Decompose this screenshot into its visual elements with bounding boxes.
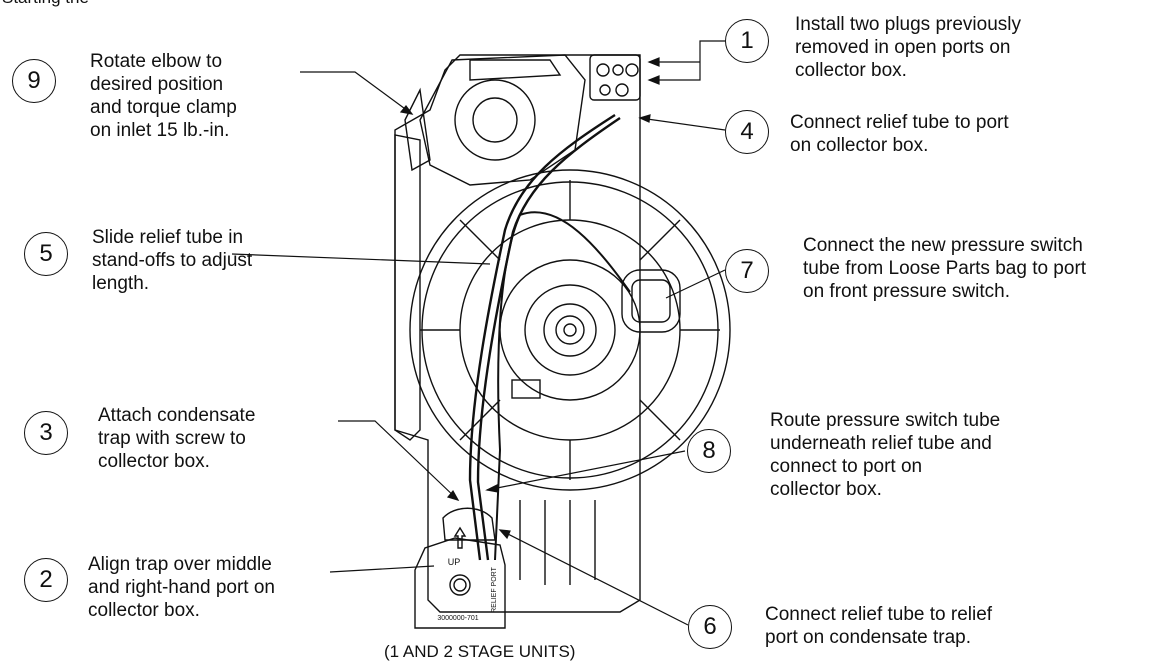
inlet-elbow [419, 54, 586, 186]
callout-text-8: Route pressure switch tube underneath re… [770, 410, 1001, 500]
callout-number-4: 4 [725, 110, 769, 154]
callout-number-5: 5 [24, 232, 68, 276]
callout-number-9: 9 [12, 59, 56, 103]
leader-4 [639, 117, 726, 131]
leader-7 [665, 269, 726, 299]
callout-text-2: Align trap over middle and right-hand po… [88, 554, 275, 621]
callout-text-4: Connect relief tube to port on collector… [790, 112, 1009, 156]
callout-text-9: Rotate elbow to desired position and tor… [90, 51, 237, 141]
callout-number-8: 8 [687, 429, 731, 473]
callout-number-6: 6 [688, 605, 732, 649]
callout-text-7: Connect the new pressure switch tube fro… [803, 235, 1087, 302]
leader-8 [486, 450, 686, 491]
callout-text-1: Install two plugs previously removed in … [795, 14, 1021, 81]
callout-number-1: 1 [725, 19, 769, 63]
trap-relief-port-label: RELIEF PORT [491, 566, 498, 612]
leader-2 [329, 565, 435, 573]
pressure-switch [621, 269, 681, 333]
top-partial-text: Starting the [2, 0, 89, 8]
figure-caption: (1 AND 2 STAGE UNITS) [384, 642, 576, 661]
leader-9 [300, 71, 413, 115]
collector-plate [394, 54, 641, 613]
blower-housing [409, 169, 731, 491]
condensate-trap [414, 537, 506, 629]
callout-text-3: Attach condensate trap with screw to col… [98, 405, 256, 472]
trap-up-label: UP [448, 557, 461, 567]
leader-5 [231, 253, 491, 265]
callout-text-6: Connect relief tube to relief port on co… [765, 604, 993, 648]
pressure-switch-tube [494, 211, 631, 561]
callout-number-3: 3 [24, 411, 68, 455]
trap-part-number: 3000000-701 [437, 615, 478, 622]
leader-1 [649, 40, 725, 81]
callout-number-2: 2 [24, 558, 68, 602]
plug-ports [589, 54, 641, 101]
callout-text-5: Slide relief tube in stand-offs to adjus… [92, 227, 253, 294]
leader-3 [338, 420, 459, 501]
leader-6 [499, 529, 689, 626]
relief-tube [468, 113, 616, 561]
callout-number-7: 7 [725, 249, 769, 293]
